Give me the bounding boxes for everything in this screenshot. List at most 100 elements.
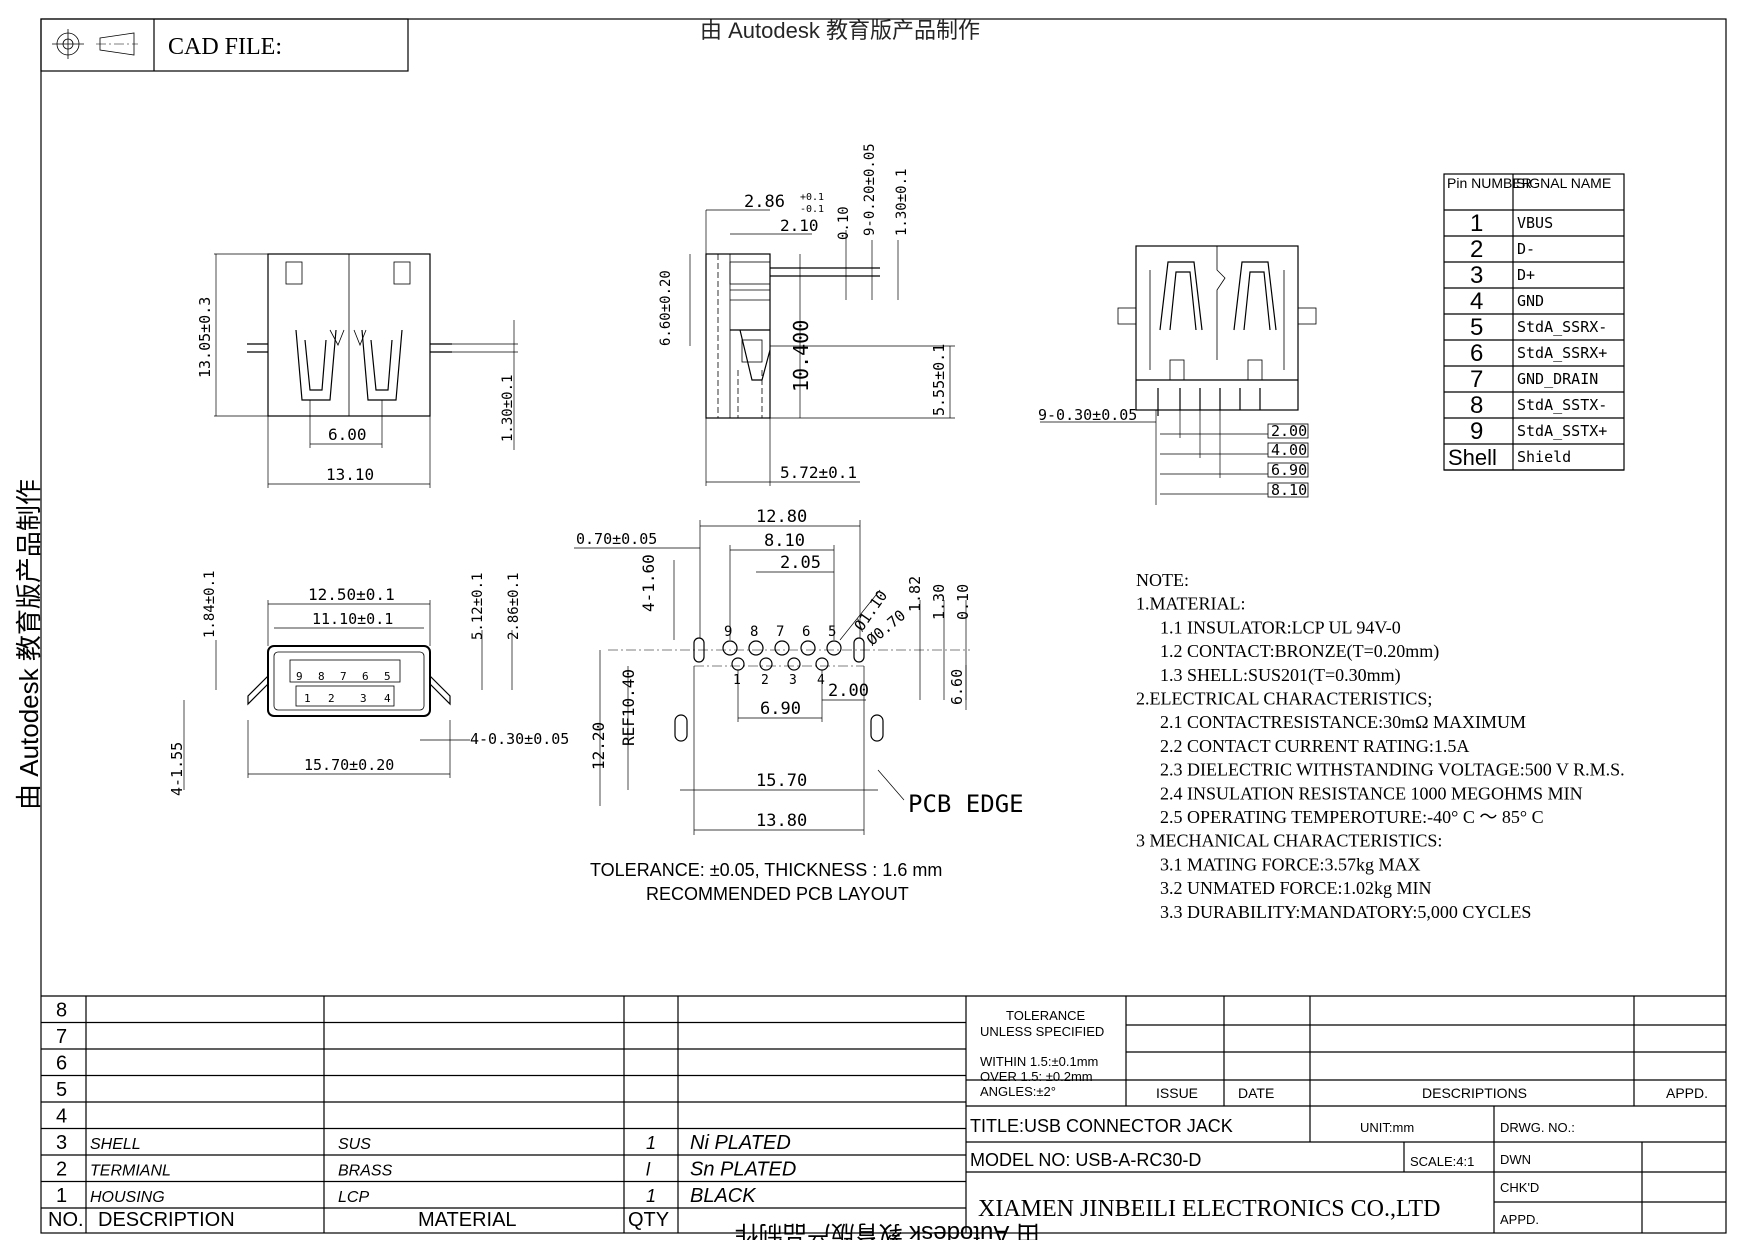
bom-material: LCP [338,1189,369,1206]
notes-block: NOTE: 1.MATERIAL: 1.1 INSULATOR:LCP UL 94V… [1136,570,1625,922]
note-line: 3.3 DURABILITY:MANDATORY:5,000 CYCLES [1160,902,1531,922]
pcb-pin-5: 5 [828,624,836,640]
pin-number: 1 [1470,210,1483,237]
pcb-dim-height-left: 12.20 [589,722,608,770]
bom-row-number: 1 [56,1185,67,1207]
bottom-pin-2: 2 [328,692,335,705]
side-dim-left: 6.60±0.20 [658,270,674,346]
bom-material: SUS [338,1136,371,1153]
bom-qty: 1 [646,1186,656,1206]
projection-symbol-icon [52,29,138,59]
bottom-view: 12.50±0.1 11.10±0.1 1.84±0.1 5.12±0.1 2.… [168,571,569,796]
chkd-label: CHK'D [1500,1180,1539,1195]
pcb-pin-7: 7 [776,624,784,640]
pin-number: Shell [1448,445,1497,470]
pin-number: 7 [1470,366,1483,393]
front-dim-height: 13.05±0.3 [196,297,214,378]
note-line: 3.2 UNMATED FORCE:1.02kg MIN [1160,878,1432,898]
bottom-pin-4: 4 [384,692,391,705]
tolerance-angles: ANGLES:±2° [980,1084,1056,1099]
appd-label: APPD. [1500,1212,1539,1227]
bom-description: HOUSING [90,1189,165,1206]
bom-header-description: DESCRIPTION [98,1209,235,1231]
bottom-dim-right-b: 2.86±0.1 [506,573,522,640]
bom-header-qty: QTY [628,1209,669,1231]
pin-number: 3 [1470,262,1483,289]
note-line: 1.1 INSULATOR:LCP UL 94V-0 [1160,617,1401,637]
rear-dim-0: 2.00 [1271,422,1307,440]
side-dim-height: 10.400 [789,320,813,392]
rear-dim-3: 8.10 [1271,481,1307,499]
cad-header: CAD FILE: [40,18,409,72]
pin-signal-name: VBUS [1517,214,1553,232]
side-dim-bottom: 5.72±0.1 [780,463,857,482]
scale-label: SCALE:4:1 [1410,1154,1474,1169]
note-line: 2.ELECTRICAL CHARACTERISTICS; [1136,689,1432,709]
pcb-pin-6: 6 [802,624,810,640]
bom-header-no: NO. [48,1209,84,1231]
pcb-dim-w1: 15.70 [756,771,807,791]
bom-qty: 1 [646,1133,656,1153]
bottom-pin-6: 6 [362,670,369,683]
bom-qty: l [646,1160,651,1180]
side-dim-v3: 1.30±0.1 [894,169,910,236]
bottom-pin-8: 8 [318,670,325,683]
pin-signal-name: StdA_SSRX+ [1517,344,1607,362]
watermark-left: 由 Autodesk 教育版产品制作 [14,479,44,810]
pin-signal-name: Shield [1517,448,1571,466]
side-dim-top-b: 2.10 [780,216,819,235]
pcb-caption-tolerance: TOLERANCE: ±0.05, THICKNESS : 1.6 mm [590,860,942,880]
note-line: NOTE: [1136,570,1189,590]
note-line: 2.2 CONTACT CURRENT RATING:1.5A [1160,736,1469,756]
pin-signal-name: StdA_SSTX+ [1517,422,1607,440]
issue-header: ISSUE [1156,1085,1198,1101]
pin-number: 6 [1470,340,1483,367]
note-line: 1.MATERIAL: [1136,594,1246,614]
pin-number: 4 [1470,288,1483,315]
pcb-dim-hole: 0.70±0.05 [576,530,657,548]
bom-finish: BLACK [690,1185,757,1207]
bom-finish: Sn PLATED [690,1159,796,1181]
bottom-pin-3: 3 [360,692,367,705]
rear-dim-1: 4.00 [1271,441,1307,459]
drwg-no-label: DRWG. NO.: [1500,1120,1575,1135]
bom-finish: Ni PLATED [690,1132,791,1154]
bottom-dim-right-a: 5.12±0.1 [470,573,486,640]
model-number: MODEL NO: USB-A-RC30-D [970,1150,1201,1170]
bom-row-number: 7 [56,1026,67,1048]
bottom-pin-7: 7 [340,670,347,683]
bottom-dim-outer: 12.50±0.1 [308,585,395,604]
bottom-dim-inner: 11.10±0.1 [312,610,393,628]
note-line: 2.3 DIELECTRIC WITHSTANDING VOLTAGE:500 … [1160,760,1625,780]
appd-header: APPD. [1666,1085,1708,1101]
bottom-dim-left: 1.84±0.1 [202,571,218,638]
pcb-dim-w2: 13.80 [756,811,807,831]
cad-file-label: CAD FILE: [168,34,282,60]
rear-dim-pin: 9-0.30±0.05 [1038,406,1137,424]
side-view: 2.86 +0.1 -0.1 2.10 0.10 9-0.20±0.05 1.3… [658,143,955,486]
bottom-dim-width: 15.70±0.20 [304,756,394,774]
pcb-dim-r2: 1.30 [930,584,948,620]
bottom-dim-pins: 4-0.30±0.05 [470,730,569,748]
pin-signal-name: D- [1517,240,1535,258]
tolerance-within: WITHIN 1.5:±0.1mm [980,1054,1098,1069]
bom-description: TERMIANL [90,1163,171,1180]
bom-header-material: MATERIAL [418,1209,517,1231]
pin-signal-name: StdA_SSRX- [1517,318,1607,336]
bottom-pin-9: 9 [296,670,303,683]
bom-material: BRASS [338,1163,393,1180]
tolerance-title-1: TOLERANCE [1006,1008,1086,1023]
pcb-dim-r3: 0.10 [954,584,972,620]
sheet-border [40,18,1727,1234]
bom-row-number: 4 [56,1106,67,1128]
tolerance-title-2: UNLESS SPECIFIED [980,1024,1104,1039]
pin-number: 5 [1470,314,1483,341]
pcb-pin-8: 8 [750,624,758,640]
pin-table-header-signal: SIGNAL NAME [1516,175,1611,191]
pcb-dim-two: 2.00 [828,681,869,701]
pcb-dim-ref: REF10.40 [619,669,638,746]
